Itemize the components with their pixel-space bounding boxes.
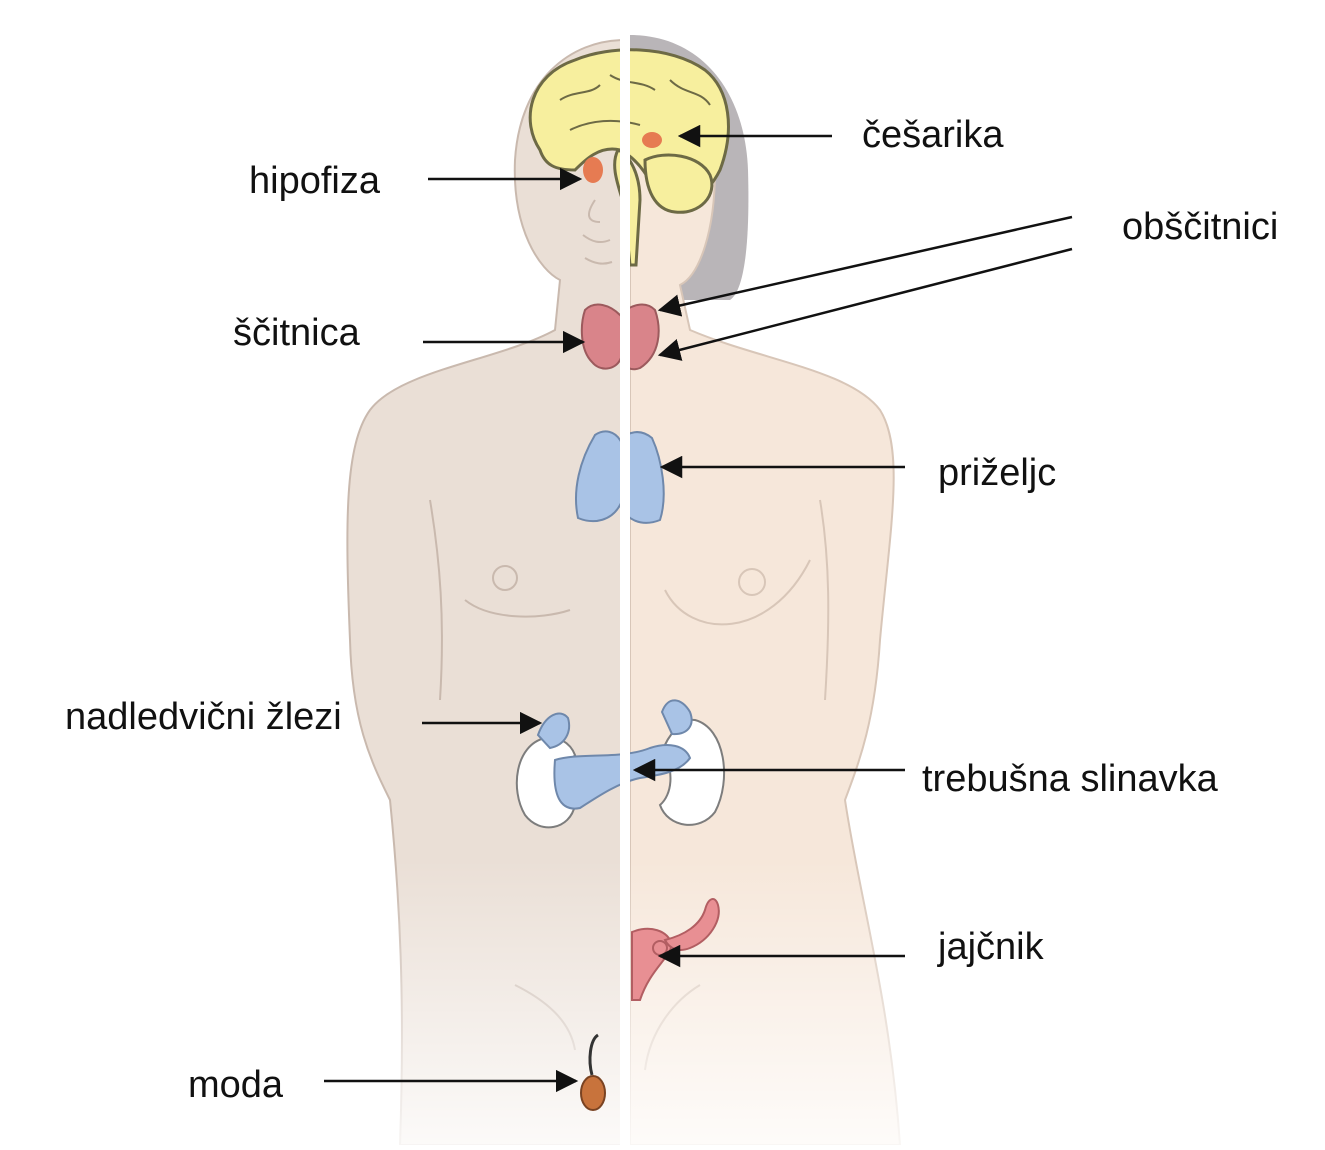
label-cesarika: češarika	[862, 114, 1004, 156]
label-obscitnici: obščitnici	[1122, 206, 1279, 248]
label-moda: moda	[188, 1064, 284, 1106]
label-scitnica: ščitnica	[233, 312, 360, 354]
arrow-obscitnici-1	[657, 215, 1073, 317]
right-adrenal-gland	[660, 699, 693, 736]
label-nadledvicni-zlezi: nadledvični žlezi	[65, 696, 342, 738]
label-trebusna-slinavka: trebušna slinavka	[922, 758, 1218, 800]
label-prizeljc: priželjc	[938, 452, 1057, 494]
brain-cerebellum	[643, 153, 714, 214]
pituitary-gland	[583, 157, 603, 183]
left-adrenal-gland	[536, 712, 570, 750]
pineal-gland	[642, 132, 662, 148]
testis	[580, 1033, 606, 1111]
arrow-obscitnici-2	[657, 247, 1073, 361]
pointer-arrows	[324, 124, 1073, 1093]
label-jajcnik: jajčnik	[938, 926, 1044, 968]
center-divider	[620, 35, 630, 1145]
label-hipofiza: hipofiza	[249, 160, 380, 202]
